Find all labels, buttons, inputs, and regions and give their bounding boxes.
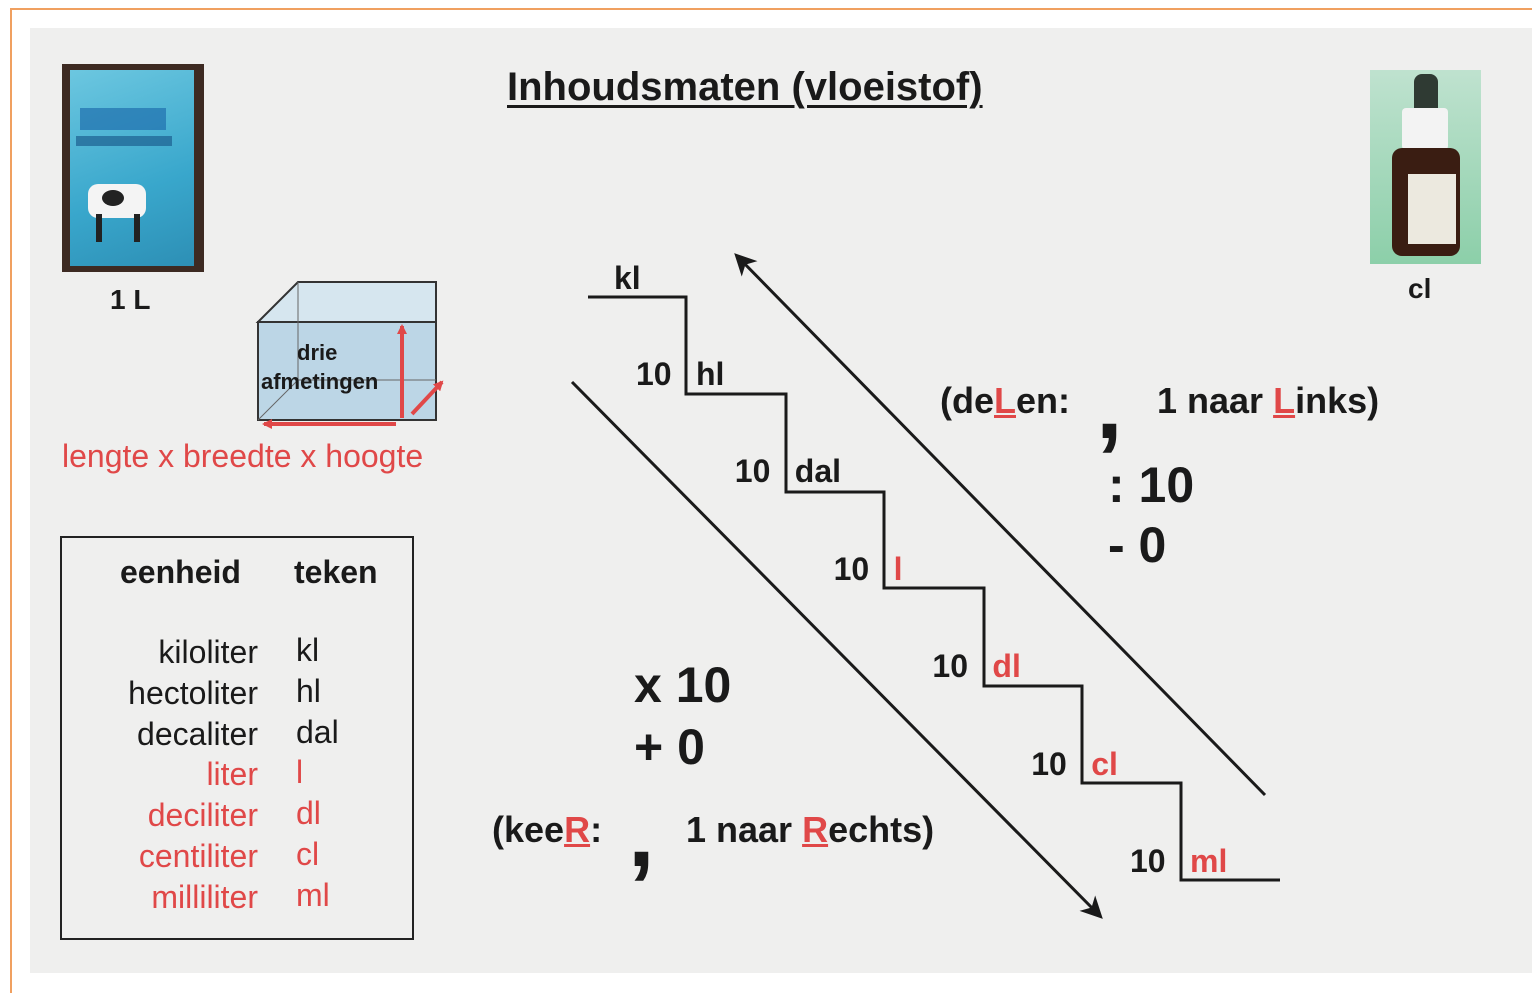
step-factor: 10: [1130, 843, 1166, 879]
width-arrow: [410, 380, 444, 416]
step-unit-label: ml: [1190, 843, 1228, 879]
multiply-rule-open: (kee: [492, 809, 565, 850]
step-factor: 10: [734, 453, 771, 490]
multiply-comma: ,: [628, 780, 655, 887]
bottle-label: cl: [1408, 273, 1432, 304]
divide-rule-letter2: L: [1273, 380, 1296, 421]
divide-rule-letter: L: [994, 380, 1016, 421]
table-sign-cell: dl: [296, 795, 321, 832]
divide-op2: - 0: [1108, 517, 1167, 573]
multiply-op2: + 0: [634, 719, 705, 775]
divide-rule-rest: 1 naar Links): [1157, 383, 1379, 419]
divide-arrow: [734, 253, 1267, 797]
table-sign-cell: l: [296, 754, 304, 791]
slide-frame: [10, 8, 1532, 993]
table-sign-cell: ml: [296, 876, 330, 913]
slide-background: [30, 28, 1532, 973]
divide-op1: : 10: [1108, 457, 1195, 513]
table-header-unit: eenheid: [120, 554, 241, 590]
stairs-top-label: kl: [614, 260, 641, 296]
table-unit-cell: centiliter: [138, 838, 258, 874]
divide-rule-open: (de: [940, 380, 994, 421]
table-sign-cell: dal: [296, 713, 339, 750]
multiply-rule-rest: 1 naar Rechts): [686, 812, 934, 848]
table-unit-cell: deciliter: [147, 797, 258, 834]
box-caption: lengte x breedte x hoogte: [62, 438, 424, 474]
multiply-rule-letter2: R: [802, 809, 829, 850]
step-unit-label: dal: [794, 453, 842, 490]
milk-carton-image: [62, 64, 204, 272]
table-sign-cell: hl: [296, 672, 321, 709]
box-text-line2: afmetingen: [261, 369, 379, 394]
units-table: [60, 536, 414, 940]
table-unit-cell: decaliter: [137, 715, 258, 752]
step-unit-label: cl: [1091, 745, 1118, 782]
multiply-arrow: [570, 380, 1103, 919]
divide-rule-mid: en:: [1016, 380, 1070, 421]
step-factor: 10: [932, 648, 968, 685]
step-factor: 10: [1031, 745, 1067, 782]
step-unit-label: l: [893, 550, 903, 587]
step-factor: 10: [636, 356, 672, 392]
table-sign-cell: kl: [296, 632, 320, 668]
page-title: Inhoudsmaten (vloeistof): [507, 65, 983, 109]
multiply-op1: x 10: [634, 657, 732, 713]
multiply-rule-end: echts): [828, 809, 935, 850]
table-sign-cell: cl: [296, 836, 320, 872]
staircase-line: [588, 295, 1280, 882]
divide-rule-end: inks): [1295, 380, 1380, 421]
table-unit-cell: hectoliter: [128, 674, 258, 711]
multiply-rule: (keeR:: [492, 812, 602, 848]
table-unit-cell: liter: [206, 756, 258, 793]
table-header-sign: teken: [294, 554, 378, 590]
step-unit-label: dl: [992, 648, 1021, 685]
multiply-rule-mid: :: [590, 809, 603, 850]
milk-label: 1 L: [110, 284, 151, 315]
dropper-bottle-image: [1370, 70, 1481, 264]
multiply-rule-text: 1 naar: [686, 809, 803, 850]
divide-comma: ,: [1096, 352, 1123, 459]
table-unit-cell: kiloliter: [158, 634, 258, 670]
step-factor: 10: [833, 550, 870, 587]
divide-rule-text: 1 naar: [1157, 380, 1274, 421]
step-unit-label: hl: [696, 356, 725, 392]
multiply-rule-letter: R: [564, 809, 591, 850]
box-text-line1: drie: [297, 340, 338, 365]
divide-rule: (deLen:: [940, 383, 1070, 419]
table-unit-cell: milliliter: [151, 878, 258, 915]
